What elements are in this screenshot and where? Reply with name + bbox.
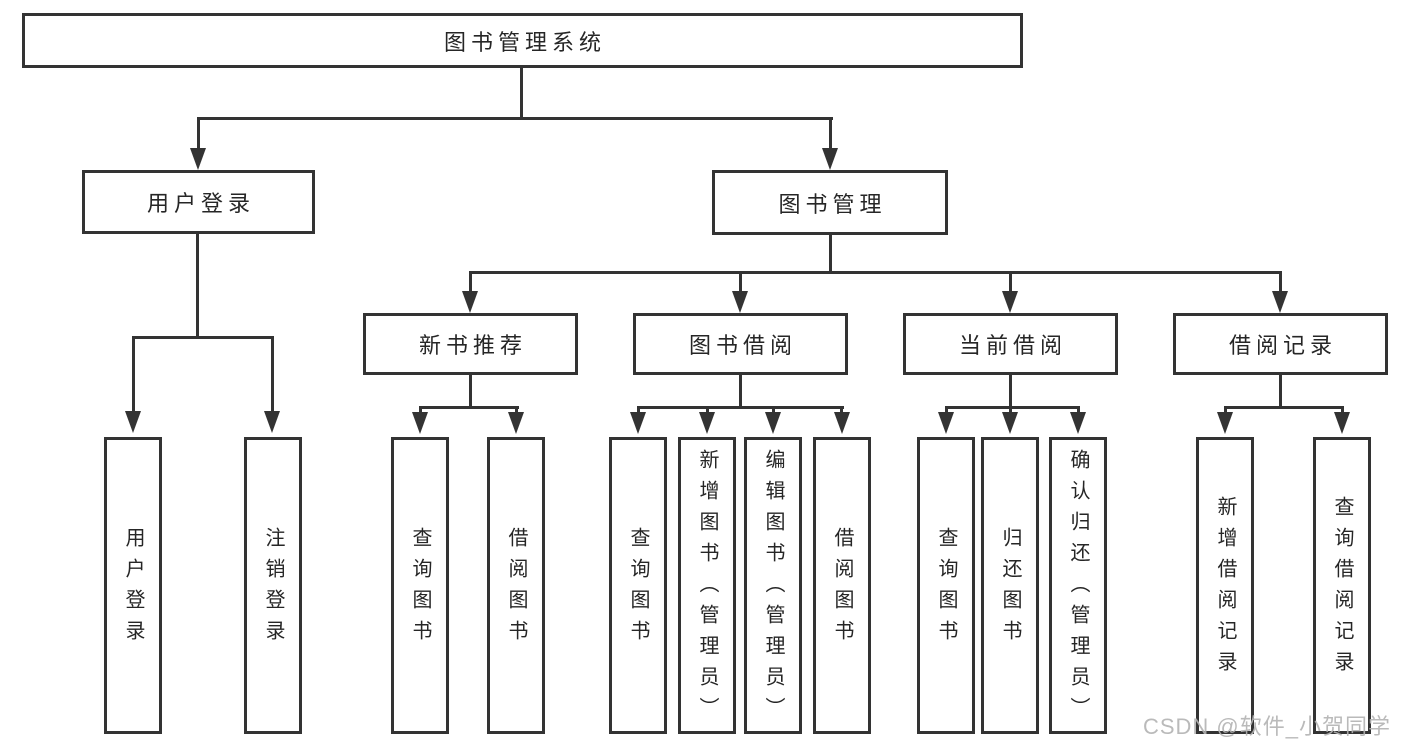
edge-root-stem — [520, 67, 523, 118]
edge-borrow-rail — [637, 406, 844, 409]
arrowhead-icon — [1217, 412, 1233, 434]
leaf-borrow-books-1: 借阅图书 — [487, 437, 545, 734]
edge-drop — [1009, 273, 1012, 293]
leaf-query-books-3: 查询图书 — [917, 437, 975, 734]
leaf-borrow-books-2: 借阅图书 — [813, 437, 871, 734]
arrowhead-icon — [1002, 291, 1018, 313]
arrowhead-icon — [1002, 412, 1018, 434]
arrowhead-icon — [412, 412, 428, 434]
arrowhead-icon — [462, 291, 478, 313]
leaf-query-books-2: 查询图书 — [609, 437, 667, 734]
arrowhead-icon — [190, 148, 206, 170]
edge-drop — [637, 408, 640, 414]
arrowhead-icon — [1334, 412, 1350, 434]
leaf-edit-book-admin: 编辑图书（管理员） — [744, 437, 802, 734]
arrowhead-icon — [834, 412, 850, 434]
edge-newrec-rail — [419, 406, 519, 409]
leaf-logout: 注销登录 — [244, 437, 302, 734]
node-current-borrow: 当前借阅 — [903, 313, 1118, 375]
edge-drop — [1279, 273, 1282, 293]
arrowhead-icon — [765, 412, 781, 434]
edge-drop — [840, 408, 843, 414]
leaf-confirm-return-admin: 确认归还（管理员） — [1049, 437, 1107, 734]
edge-records-stem — [1279, 374, 1282, 408]
edge-newrec-stem — [469, 374, 472, 408]
edge-drop — [829, 119, 832, 149]
arrowhead-icon — [699, 412, 715, 434]
edge-drop — [739, 273, 742, 293]
edge-drop — [1077, 408, 1080, 414]
arrowhead-icon — [125, 411, 141, 433]
leaf-return-books: 归还图书 — [981, 437, 1039, 734]
edge-drop — [772, 408, 775, 414]
edge-drop — [132, 338, 135, 412]
edge-drop — [271, 338, 274, 412]
arrowhead-icon — [938, 412, 954, 434]
arrowhead-icon — [630, 412, 646, 434]
arrowhead-icon — [732, 291, 748, 313]
node-user-login: 用户登录 — [82, 170, 315, 234]
edge-drop — [1224, 408, 1227, 414]
leaf-add-borrow-record: 新增借阅记录 — [1196, 437, 1254, 734]
edge-drop — [706, 408, 709, 414]
edge-userlogin-rail — [132, 336, 274, 339]
node-book-management: 图书管理 — [712, 170, 948, 235]
edge-borrow-stem — [739, 374, 742, 408]
edge-root-rail — [197, 117, 833, 120]
node-book-borrow: 图书借阅 — [633, 313, 848, 375]
edge-current-stem — [1009, 374, 1012, 408]
node-root: 图书管理系统 — [22, 13, 1023, 68]
edge-drop — [197, 119, 200, 149]
edge-userlogin-stem — [196, 233, 199, 338]
edge-drop — [515, 408, 518, 414]
edge-drop — [1341, 408, 1344, 414]
edge-bookmgmt-rail — [469, 271, 1282, 274]
leaf-query-borrow-record: 查询借阅记录 — [1313, 437, 1371, 734]
arrowhead-icon — [1070, 412, 1086, 434]
node-new-book-recommend: 新书推荐 — [363, 313, 578, 375]
arrowhead-icon — [1272, 291, 1288, 313]
arrowhead-icon — [264, 411, 280, 433]
node-borrow-records: 借阅记录 — [1173, 313, 1388, 375]
arrowhead-icon — [508, 412, 524, 434]
edge-drop — [945, 408, 948, 414]
arrowhead-icon — [822, 148, 838, 170]
leaf-query-books-1: 查询图书 — [391, 437, 449, 734]
edge-drop — [1009, 408, 1012, 414]
csdn-watermark: CSDN @软件_小贺同学 — [1142, 714, 1391, 739]
edge-records-rail — [1224, 406, 1344, 409]
edge-drop — [469, 273, 472, 293]
edge-drop — [419, 408, 422, 414]
edge-bookmgmt-stem — [829, 234, 832, 274]
leaf-add-book-admin: 新增图书（管理员） — [678, 437, 736, 734]
edge-current-rail — [945, 406, 1080, 409]
leaf-user-login: 用户登录 — [104, 437, 162, 734]
